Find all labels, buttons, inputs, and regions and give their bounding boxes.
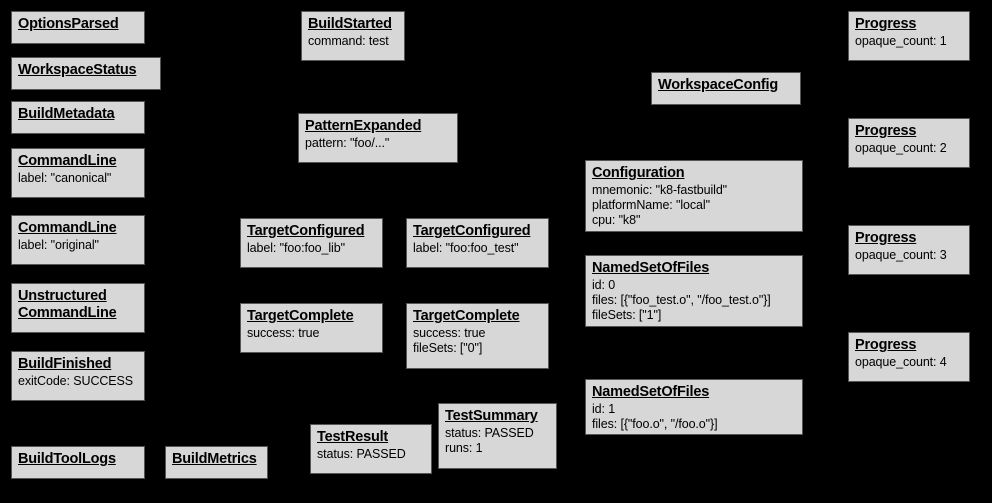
node-build-finished[interactable]: BuildFinished exitCode: SUCCESS [11, 351, 145, 401]
node-fields: label: "canonical" [18, 171, 112, 185]
node-workspace-status[interactable]: WorkspaceStatus [11, 57, 161, 90]
node-fields: id: 1 files: [{"foo.o", "/foo.o"}] [592, 402, 718, 431]
node-fields: success: true fileSets: ["0"] [413, 326, 486, 355]
node-fields: id: 0 files: [{"foo_test.o", "/foo_test.… [592, 278, 771, 322]
node-target-configured-test[interactable]: TargetConfigured label: "foo:foo_test" [406, 218, 549, 268]
node-title: NamedSetOfFiles [592, 260, 710, 276]
node-title: PatternExpanded [305, 118, 422, 134]
node-fields: status: PASSED runs: 1 [445, 426, 534, 455]
node-title: WorkspaceStatus [18, 62, 137, 78]
node-title: Progress [855, 123, 917, 139]
node-fields: pattern: "foo/..." [305, 136, 390, 150]
node-fields: success: true [247, 326, 320, 340]
node-title: TestResult [317, 429, 389, 445]
node-title: TargetComplete [247, 308, 354, 324]
node-fields: mnemonic: "k8-fastbuild" platformName: "… [592, 183, 728, 227]
node-title: WorkspaceConfig [658, 77, 779, 93]
node-title: BuildMetadata [18, 106, 115, 122]
node-title: Progress [855, 337, 917, 353]
node-build-metadata[interactable]: BuildMetadata [11, 101, 145, 134]
node-title: BuildToolLogs [18, 451, 116, 467]
node-title: Progress [855, 230, 917, 246]
node-title: BuildFinished [18, 356, 112, 372]
node-fields: opaque_count: 2 [855, 141, 947, 155]
node-progress-4[interactable]: Progress opaque_count: 4 [848, 332, 970, 382]
node-command-line-original[interactable]: CommandLine label: "original" [11, 215, 145, 265]
node-target-complete-lib[interactable]: TargetComplete success: true [240, 303, 383, 353]
node-title: NamedSetOfFiles [592, 384, 710, 400]
node-fields: opaque_count: 3 [855, 248, 947, 262]
node-title: CommandLine [18, 220, 117, 236]
node-pattern-expanded[interactable]: PatternExpanded pattern: "foo/..." [298, 113, 458, 163]
node-title: Unstructured CommandLine [18, 288, 117, 321]
node-title: BuildStarted [308, 16, 392, 32]
node-fields: label: "foo:foo_test" [413, 241, 519, 255]
node-title: Progress [855, 16, 917, 32]
node-named-set-of-files-1[interactable]: NamedSetOfFiles id: 1 files: [{"foo.o", "… [585, 379, 803, 435]
node-title: TargetConfigured [413, 223, 531, 239]
node-command-line-canonical[interactable]: CommandLine label: "canonical" [11, 148, 145, 198]
node-fields: exitCode: SUCCESS [18, 374, 134, 388]
node-options-parsed[interactable]: OptionsParsed [11, 11, 145, 44]
node-title: OptionsParsed [18, 16, 119, 32]
node-fields: label: "foo:foo_lib" [247, 241, 345, 255]
node-fields: label: "original" [18, 238, 99, 252]
node-progress-3[interactable]: Progress opaque_count: 3 [848, 225, 970, 275]
node-build-metrics[interactable]: BuildMetrics [165, 446, 268, 479]
node-title: TargetConfigured [247, 223, 365, 239]
node-build-started[interactable]: BuildStarted command: test [301, 11, 405, 61]
node-fields: command: test [308, 34, 389, 48]
node-test-summary[interactable]: TestSummary status: PASSED runs: 1 [438, 403, 557, 469]
node-target-configured-lib[interactable]: TargetConfigured label: "foo:foo_lib" [240, 218, 383, 268]
node-title: Configuration [592, 165, 685, 181]
node-target-complete-test[interactable]: TargetComplete success: true fileSets: ["… [406, 303, 549, 369]
node-configuration[interactable]: Configuration mnemonic: "k8-fastbuild" pl… [585, 160, 803, 232]
node-title: TargetComplete [413, 308, 520, 324]
node-fields: opaque_count: 1 [855, 34, 947, 48]
node-title: TestSummary [445, 408, 538, 424]
node-progress-2[interactable]: Progress opaque_count: 2 [848, 118, 970, 168]
node-workspace-config[interactable]: WorkspaceConfig [651, 72, 801, 105]
node-test-result[interactable]: TestResult status: PASSED [310, 424, 432, 474]
node-fields: opaque_count: 4 [855, 355, 947, 369]
node-fields: status: PASSED [317, 447, 406, 461]
node-unstructured-cmdline[interactable]: Unstructured CommandLine [11, 283, 145, 333]
node-named-set-of-files-0[interactable]: NamedSetOfFiles id: 0 files: [{"foo_test.… [585, 255, 803, 327]
node-build-tool-logs[interactable]: BuildToolLogs [11, 446, 145, 479]
node-progress-1[interactable]: Progress opaque_count: 1 [848, 11, 970, 61]
node-title: CommandLine [18, 153, 117, 169]
node-title: BuildMetrics [172, 451, 257, 467]
